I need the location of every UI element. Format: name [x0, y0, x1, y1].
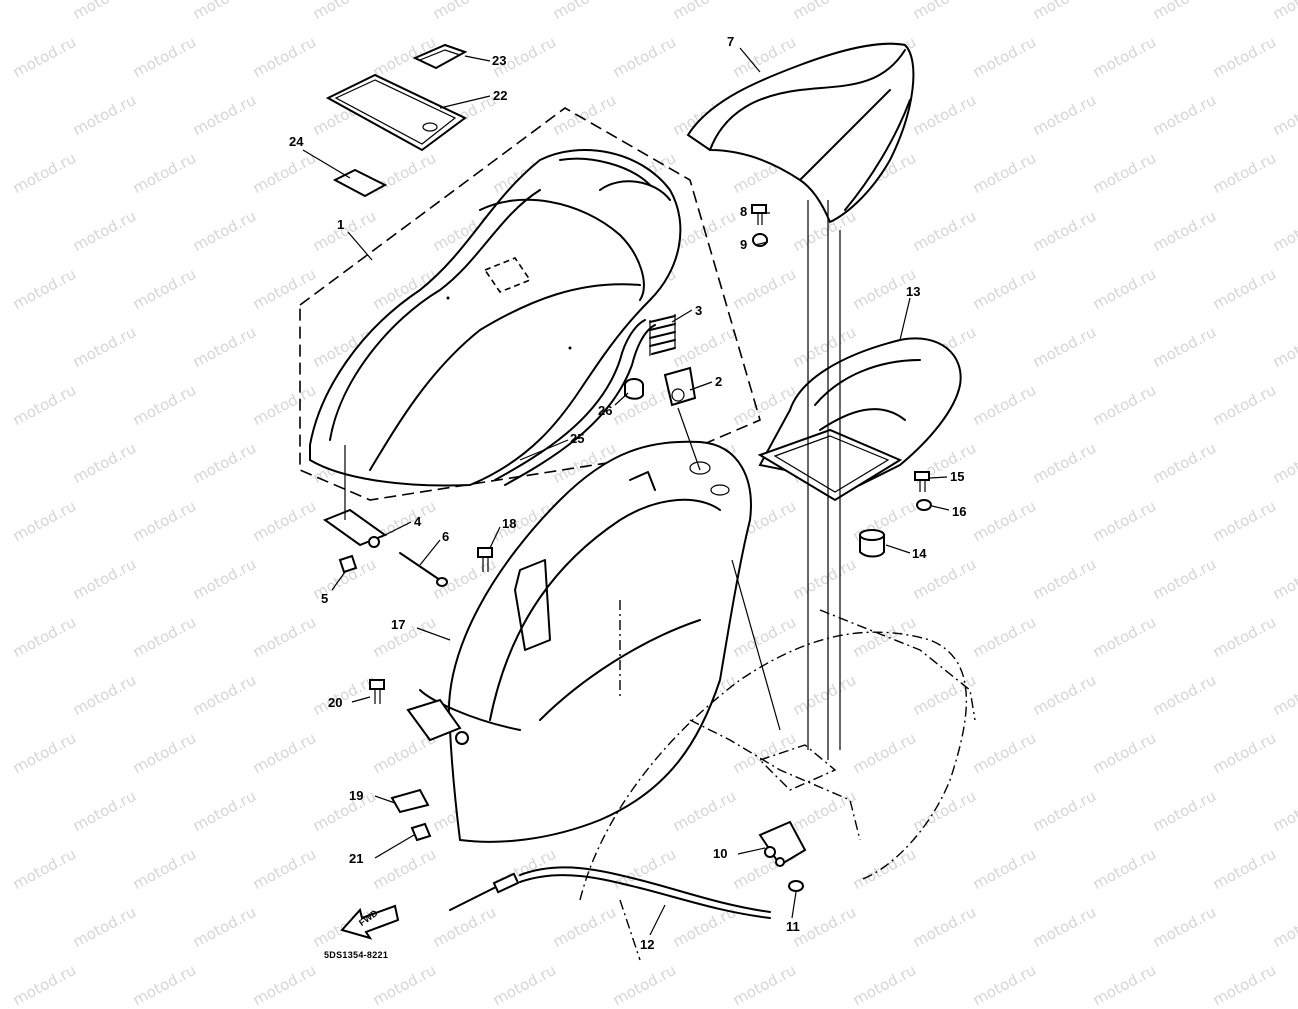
callout-14: 14	[912, 546, 927, 561]
part-26-damper	[624, 378, 644, 400]
callout-25: 25	[570, 431, 585, 446]
callout-15: 15	[950, 469, 965, 484]
part-19-clip	[390, 788, 430, 814]
frame-outline	[579, 600, 976, 961]
part-12-cable	[449, 866, 771, 919]
fwd-arrow-icon	[340, 904, 400, 940]
part-2-latch	[663, 366, 697, 407]
callout-12: 12	[640, 937, 655, 952]
callout-16: 16	[952, 504, 967, 519]
part-17-storage-bin	[406, 440, 752, 843]
part-3-spring	[649, 314, 676, 356]
part-13-carrier	[757, 337, 962, 502]
part-15-bolt	[914, 471, 930, 492]
part-11-nut	[788, 880, 804, 892]
part-14-rubber	[859, 529, 885, 558]
part-24-label	[332, 168, 388, 198]
callout-1: 1	[337, 217, 345, 232]
callout-9: 9	[740, 237, 748, 252]
callout-22: 22	[493, 88, 508, 103]
callout-20: 20	[328, 695, 343, 710]
callout-24: 24	[289, 134, 304, 149]
callout-8: 8	[740, 204, 748, 219]
callout-10: 10	[713, 846, 728, 861]
part-9-bushing	[752, 233, 768, 247]
part-8-bolt	[751, 204, 767, 225]
part-4-hinge	[322, 508, 388, 548]
part-23-plate	[412, 43, 468, 70]
callout-7: 7	[727, 34, 735, 49]
part-6-pin	[399, 552, 448, 587]
part-7-rear-seat	[686, 42, 915, 224]
callout-26: 26	[598, 403, 613, 418]
exploded-parts-diagram	[299, 42, 976, 961]
callout-19: 19	[349, 788, 364, 803]
callout-5: 5	[321, 591, 329, 606]
part-20-bolt	[369, 679, 385, 704]
callout-23: 23	[492, 53, 507, 68]
seat-group-outline	[299, 107, 761, 501]
part-21-nut	[410, 822, 432, 842]
part-5-nut	[338, 554, 358, 574]
callout-2: 2	[715, 374, 723, 389]
callout-21: 21	[349, 851, 364, 866]
callout-18: 18	[502, 516, 517, 531]
callout-11: 11	[786, 919, 800, 934]
callout-13: 13	[906, 284, 921, 299]
part-1-seat	[309, 149, 682, 487]
callout-17: 17	[391, 617, 406, 632]
diagram-code: 5DS1354-8221	[324, 950, 389, 960]
part-16-washer	[916, 499, 932, 511]
part-10-latch	[758, 820, 807, 867]
part-18-bolt	[477, 547, 493, 572]
callout-4: 4	[414, 514, 422, 529]
callout-3: 3	[695, 303, 703, 318]
callout-6: 6	[442, 529, 450, 544]
reference-lines	[344, 200, 841, 760]
part-22-panel	[325, 73, 467, 152]
